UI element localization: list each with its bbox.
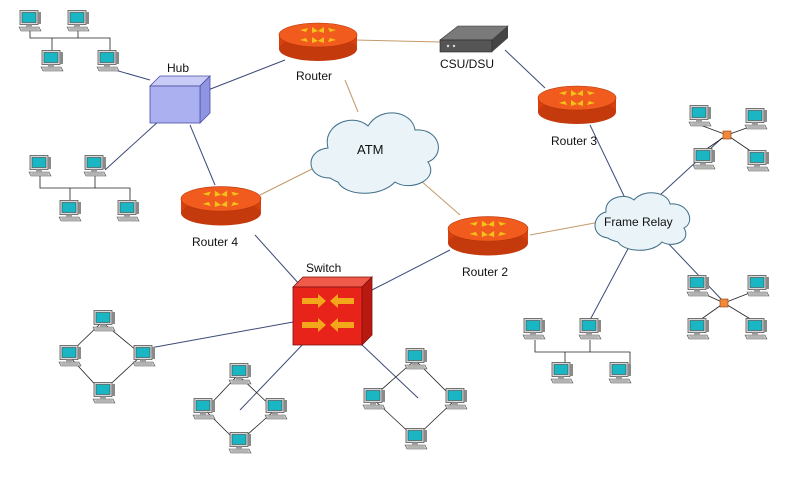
pc-icon [92,310,116,332]
frame-relay-label: Frame Relay [604,215,673,229]
pc-icon [228,363,252,385]
hub-cube-icon [149,75,211,124]
pc-icon [550,362,574,384]
pc-icon [228,432,252,454]
pc-icon [264,398,288,420]
pc-icon [92,382,116,404]
pc-icon [608,362,632,384]
atm-cloud-icon [310,112,439,194]
csu-dsu-modem-icon [439,25,509,53]
pc-icon [58,345,82,367]
star-hub-top-icon [722,130,732,140]
pc-icon [522,318,546,340]
router-4-label: Router 4 [192,235,238,249]
router-2-label: Router 2 [462,265,508,279]
pc-icon [132,345,156,367]
pc-icon [192,398,216,420]
pc-icon [746,275,770,297]
pc-icon [692,148,716,170]
router-3-icon [537,85,617,125]
router-3-label: Router 3 [551,134,597,148]
pc-icon [362,388,386,410]
pc-icon [18,10,42,32]
pc-icon [688,105,712,127]
pc-icon [116,200,140,222]
pc-icon [28,155,52,177]
star-hub-bottom-icon [719,298,729,308]
switch-label: Switch [306,261,341,275]
router-label: Router [296,69,332,83]
pc-icon [444,388,468,410]
hub-label: Hub [167,61,189,75]
pc-icon [686,318,710,340]
pc-icon [40,50,64,72]
csu-dsu-label: CSU/DSU [440,57,494,71]
pc-icon [744,108,768,130]
atm-label: ATM [357,142,383,157]
pc-icon [96,50,120,72]
pc-icon [686,275,710,297]
links [104,39,723,411]
pc-icon [404,428,428,450]
pc-icon [83,155,107,177]
pc-icon [578,318,602,340]
switch-box-icon [292,276,373,346]
router-4-icon [180,185,262,227]
router-icon [278,22,358,62]
pc-icon [404,348,428,370]
pc-icon [58,200,82,222]
pc-icon [744,318,768,340]
router-2-icon [447,215,529,257]
pc-icon [66,10,90,32]
frame-relay-cloud-icon [594,192,691,251]
pc-icon [746,150,770,172]
